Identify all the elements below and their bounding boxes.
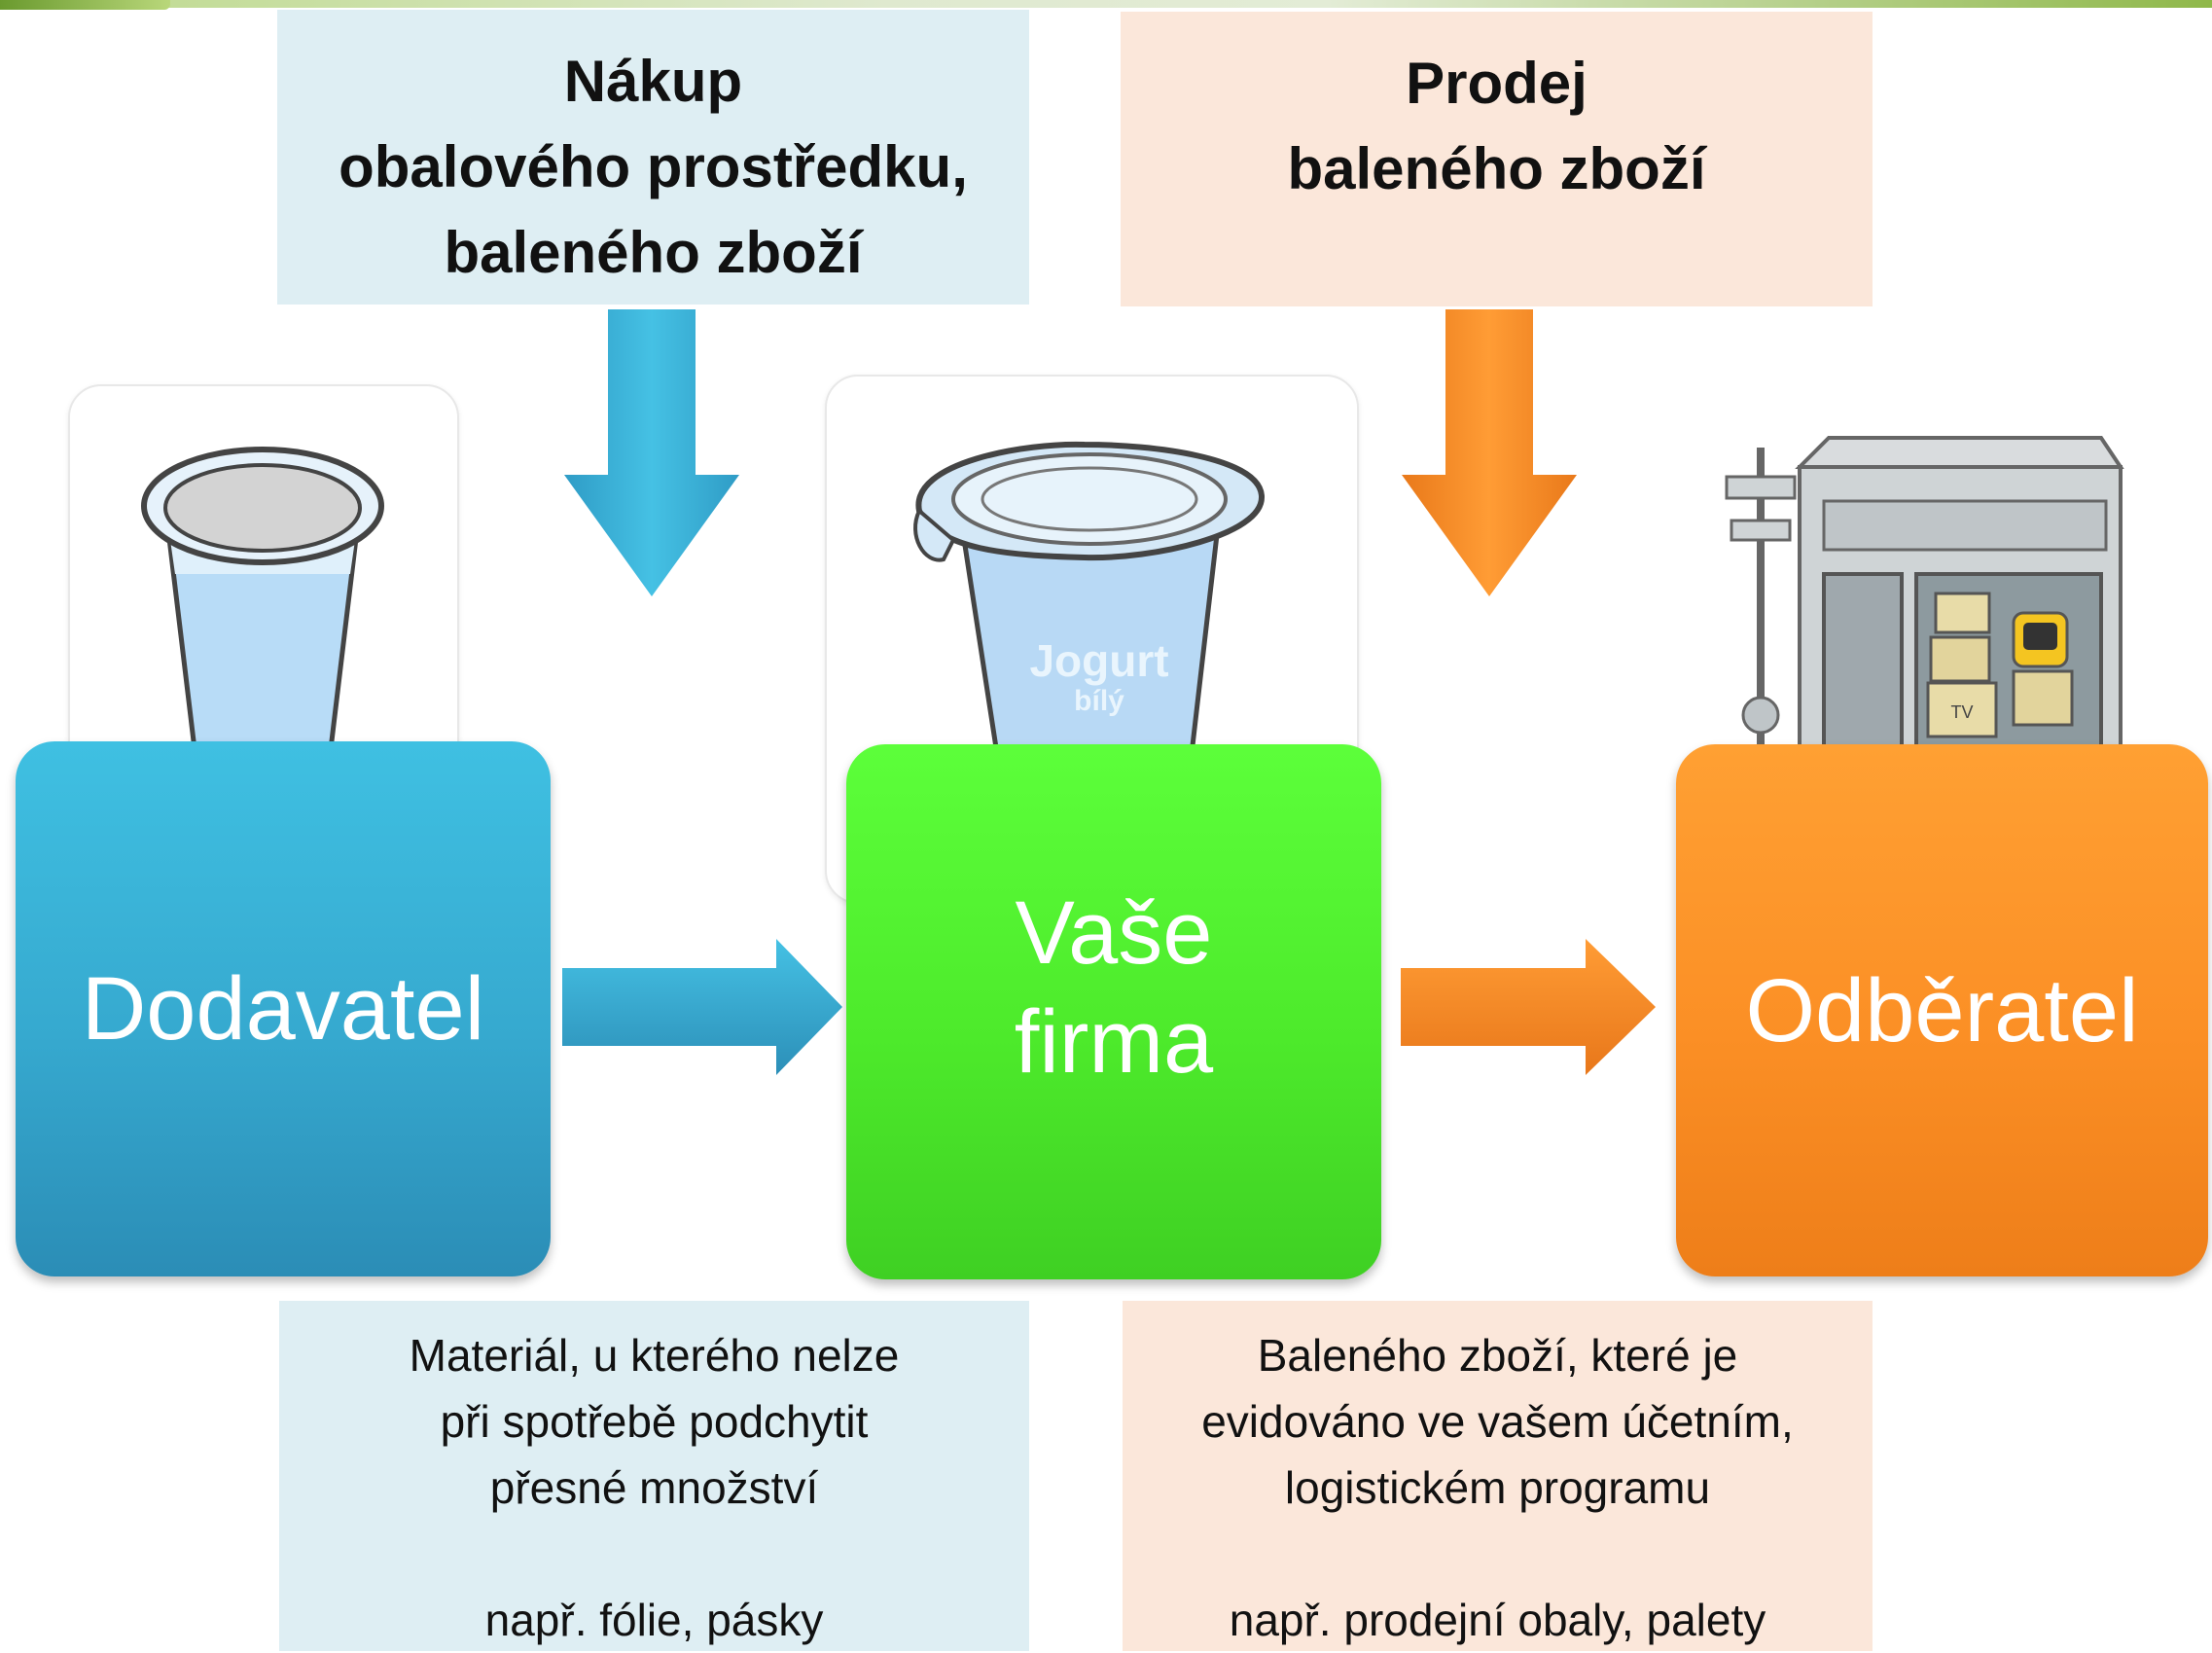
text-line: při spotřebě podchytit xyxy=(440,1396,869,1447)
customer-node-label: Odběratel xyxy=(1745,956,2138,1065)
text-line: baleného zboží xyxy=(1287,136,1706,201)
shop-front-icon: TV xyxy=(1725,436,2124,761)
purchase-down-arrow xyxy=(564,309,739,596)
supplier-to-company-arrow xyxy=(562,939,842,1075)
plastic-cup-icon xyxy=(141,447,384,752)
purchase-label-box: Nákup obalového prostředku, baleného zboží xyxy=(277,10,1029,305)
text-line: obalového prostředku, xyxy=(339,134,968,199)
yogurt-label-sub: bílý xyxy=(1074,685,1124,717)
text-line xyxy=(1201,1521,1794,1587)
material-label-box: Materiál, u kterého nelze při spotřebě po… xyxy=(279,1301,1029,1651)
text-line: baleného zboží xyxy=(444,220,863,285)
sale-label-box: Prodej baleného zboží xyxy=(1121,12,1873,306)
top-decoration-bar xyxy=(0,0,2212,8)
yogurt-label-main: Jogurt xyxy=(1029,635,1168,686)
text-line: evidováno ve vašem účetním, xyxy=(1201,1396,1794,1447)
text-line: logistickém programu xyxy=(1284,1462,1711,1513)
sale-down-arrow xyxy=(1402,309,1577,596)
purchase-label-text: Nákup obalového prostředku, baleného zboží xyxy=(339,39,968,296)
text-line: Dodavatel xyxy=(81,959,485,1059)
text-line: např. fólie, pásky xyxy=(484,1595,824,1645)
text-line: Materiál, u kterého nelze xyxy=(409,1330,900,1381)
text-line: Vaše xyxy=(1015,883,1213,983)
goods-label-box: Baleného zboží, které je evidováno ve vaš… xyxy=(1123,1301,1873,1651)
company-to-customer-arrow xyxy=(1401,939,1656,1075)
top-left-leaf-decoration xyxy=(0,0,170,10)
shop-tv-label: TV xyxy=(1950,702,1973,722)
yogurt-cup-icon: Jogurt bílý xyxy=(913,441,1266,757)
supplier-node-label: Dodavatel xyxy=(82,954,484,1063)
text-line: např. prodejní obaly, palety xyxy=(1229,1595,1766,1645)
text-line: přesné množství xyxy=(489,1462,819,1513)
material-label-text: Materiál, u kterého nelze při spotřebě po… xyxy=(410,1322,900,1653)
goods-label-text: Baleného zboží, které je evidováno ve vaš… xyxy=(1201,1322,1794,1653)
text-line: Prodej xyxy=(1406,51,1588,116)
sale-label-text: Prodej baleného zboží xyxy=(1287,41,1705,212)
text-line: firma xyxy=(1014,992,1214,1092)
text-line: Nákup xyxy=(563,49,743,114)
customer-node: Odběratel xyxy=(1676,744,2208,1276)
text-line: Odběratel xyxy=(1745,960,2139,1060)
text-line: Baleného zboží, které je xyxy=(1257,1330,1738,1381)
supplier-node: Dodavatel xyxy=(16,741,551,1276)
text-line xyxy=(410,1521,900,1587)
